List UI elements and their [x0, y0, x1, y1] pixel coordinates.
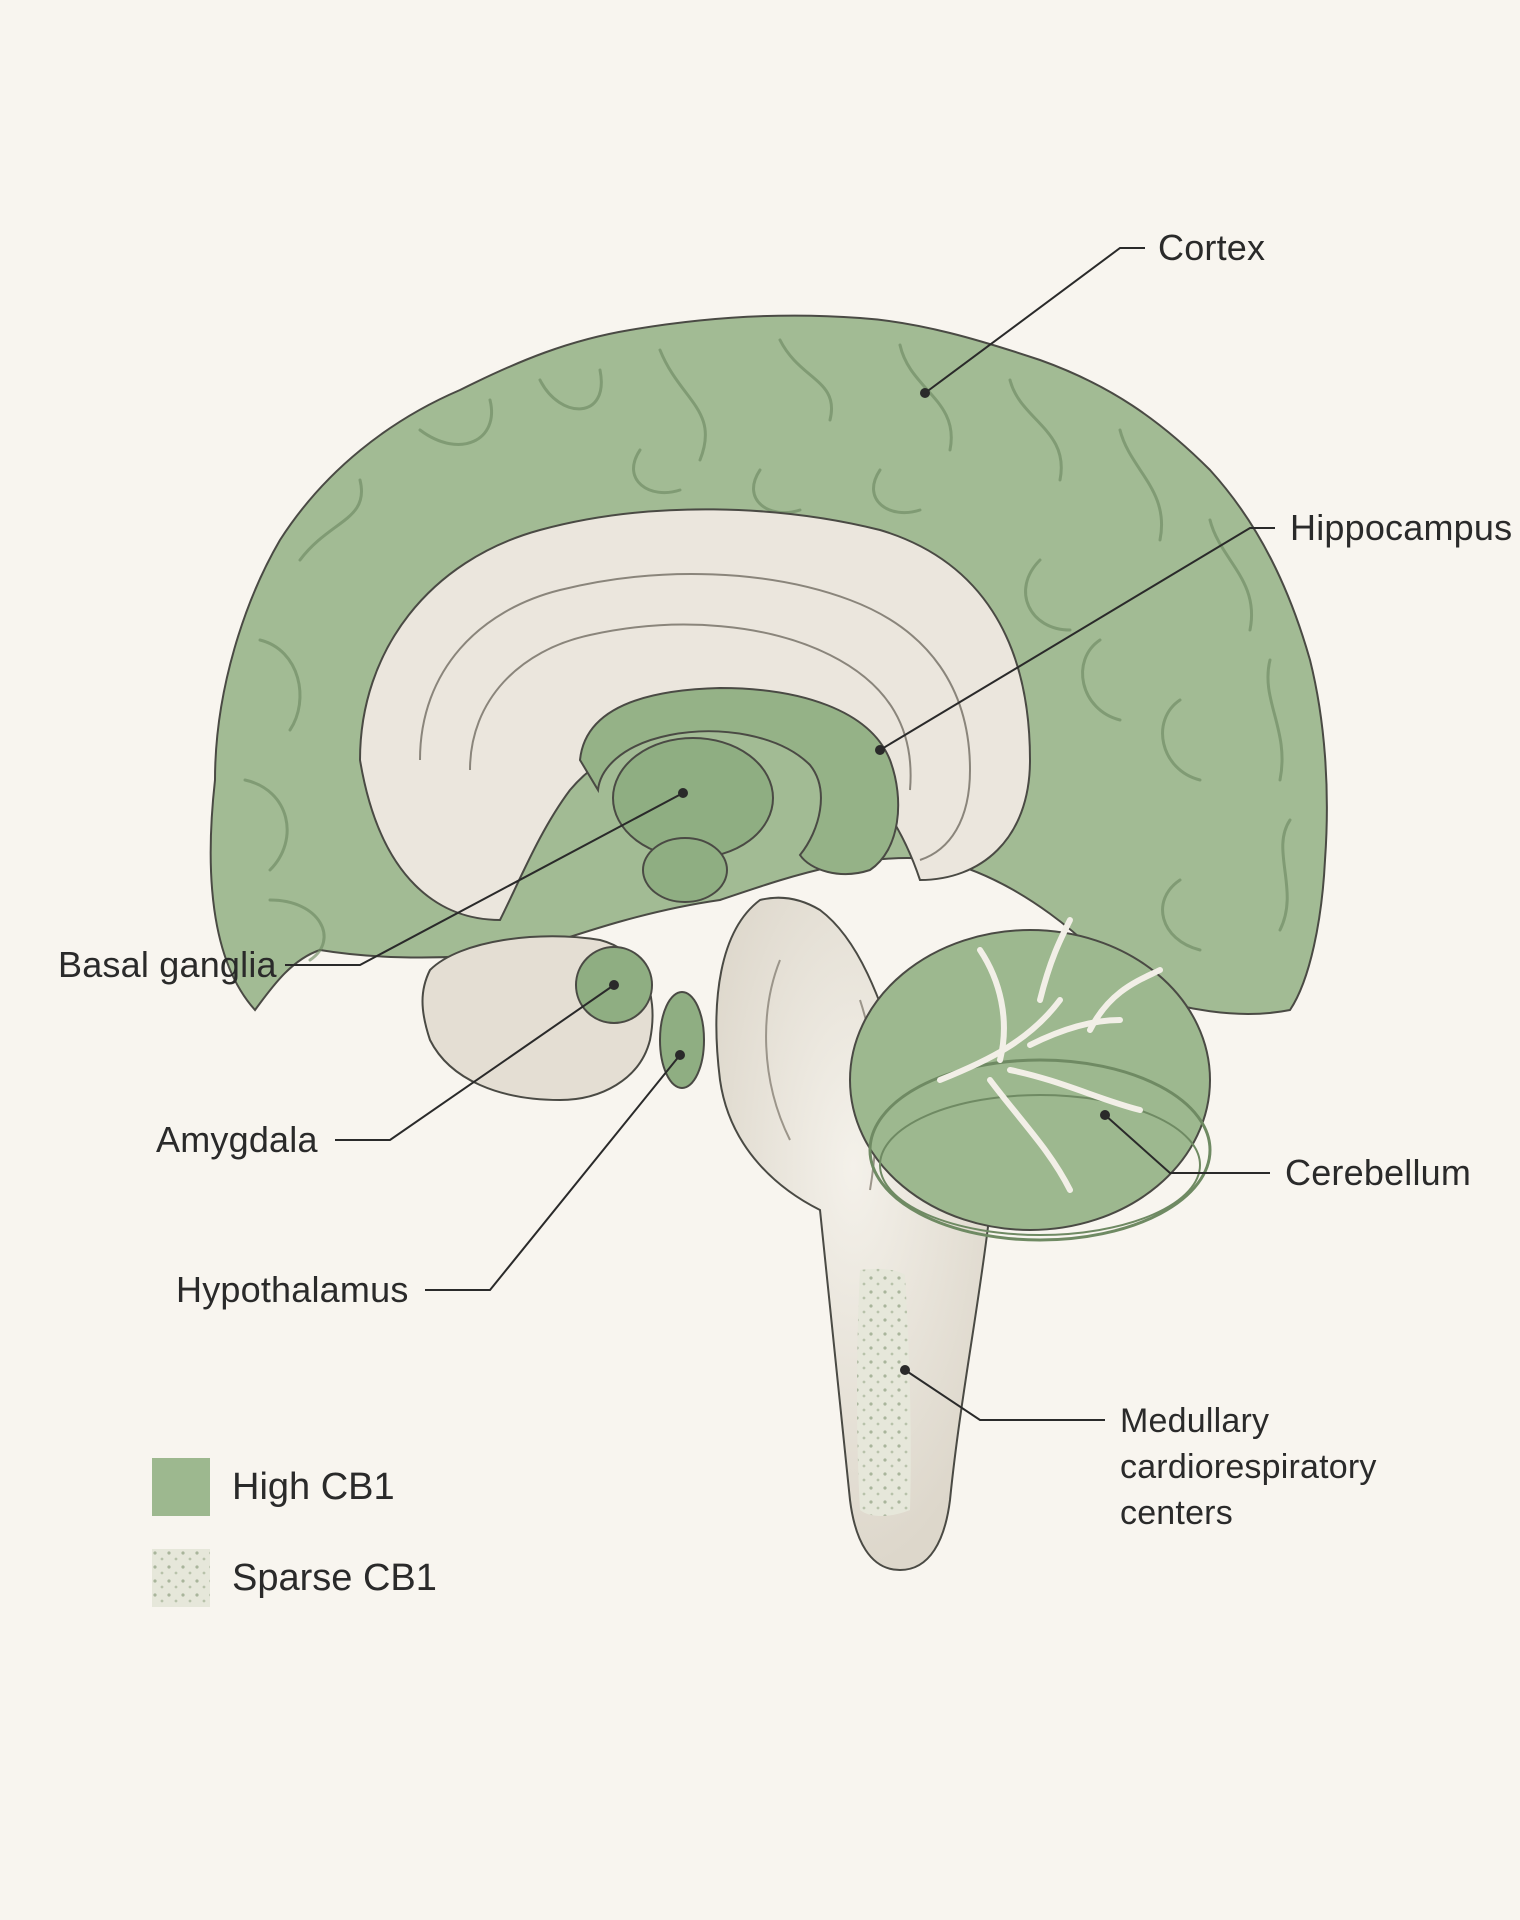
label-hypothalamus: Hypothalamus: [176, 1269, 409, 1310]
dotted-pattern-swatch: [152, 1549, 210, 1607]
legend-label-sparse-cb1: Sparse CB1: [232, 1556, 437, 1599]
leader-medullary: [904, 1369, 1105, 1421]
hypothalamus-region: [659, 991, 705, 1089]
legend-item-high-cb1: High CB1: [152, 1458, 395, 1516]
leader-cortex: [924, 247, 1145, 394]
cerebellum-region: [849, 929, 1211, 1231]
leader-hippocampus: [879, 527, 1275, 751]
leader-cerebellum: [1104, 1114, 1270, 1174]
leader-lines: [285, 247, 1275, 1421]
gyri-lines: [243, 338, 1292, 962]
leader-hypothalamus: [425, 1054, 681, 1291]
leader-amygdala: [335, 984, 615, 1141]
legend-swatch-solid: [152, 1458, 210, 1516]
legend-swatch-dotted: [152, 1549, 210, 1607]
label-medullary-line-2: cardiorespiratory: [1120, 1448, 1377, 1486]
leader-basal-ganglia: [285, 792, 684, 966]
label-hippocampus: Hippocampus: [1290, 507, 1513, 548]
label-cortex: Cortex: [1158, 227, 1266, 268]
arbor-vitae: [937, 917, 1163, 1193]
label-medullary: Medullary cardiorespiratory centers: [1120, 1398, 1377, 1536]
label-medullary-line-3: centers: [1120, 1494, 1233, 1532]
medullary-region: [857, 1268, 911, 1516]
hippocampus-region: [578, 686, 900, 876]
legend-label-high-cb1: High CB1: [232, 1465, 395, 1508]
label-amygdala: Amygdala: [156, 1119, 318, 1160]
legend-item-sparse-cb1: Sparse CB1: [152, 1549, 437, 1607]
leader-dots: [609, 388, 1110, 1375]
label-cerebellum: Cerebellum: [1285, 1152, 1472, 1193]
label-basal-ganglia: Basal ganglia: [58, 944, 277, 985]
label-medullary-line-1: Medullary: [1120, 1402, 1270, 1440]
